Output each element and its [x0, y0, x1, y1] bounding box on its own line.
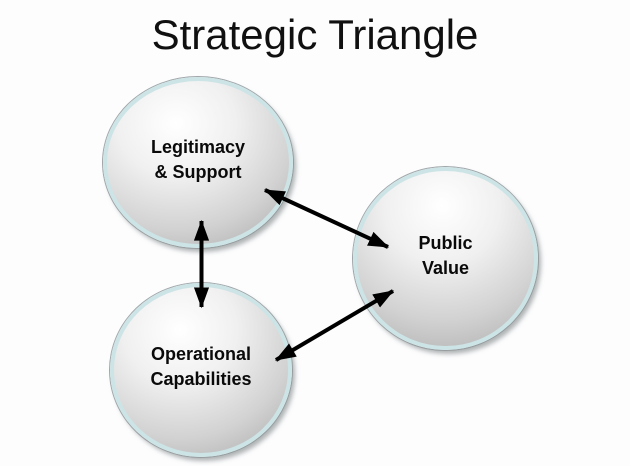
node-operational-capabilities-label: Operational Capabilities	[150, 342, 251, 392]
node-label-line: Value	[421, 257, 469, 278]
node-public-value: Public Value	[353, 167, 538, 350]
node-label-line: Capabilities	[150, 369, 252, 389]
node-public-value-label: Public Value	[418, 231, 472, 281]
node-legitimacy-support: Legitimacy & Support	[103, 77, 293, 248]
slide-title: Strategic Triangle	[151, 11, 479, 58]
node-label-line: & Support	[154, 161, 242, 182]
node-label-line: Operational	[150, 344, 252, 364]
node-label-line: Legitimacy	[150, 136, 246, 157]
node-operational-capabilities: Operational Capabilities	[110, 283, 292, 457]
node-label-line: Public	[418, 232, 473, 253]
node-legitimacy-support-label: Legitimacy & Support	[151, 135, 245, 185]
